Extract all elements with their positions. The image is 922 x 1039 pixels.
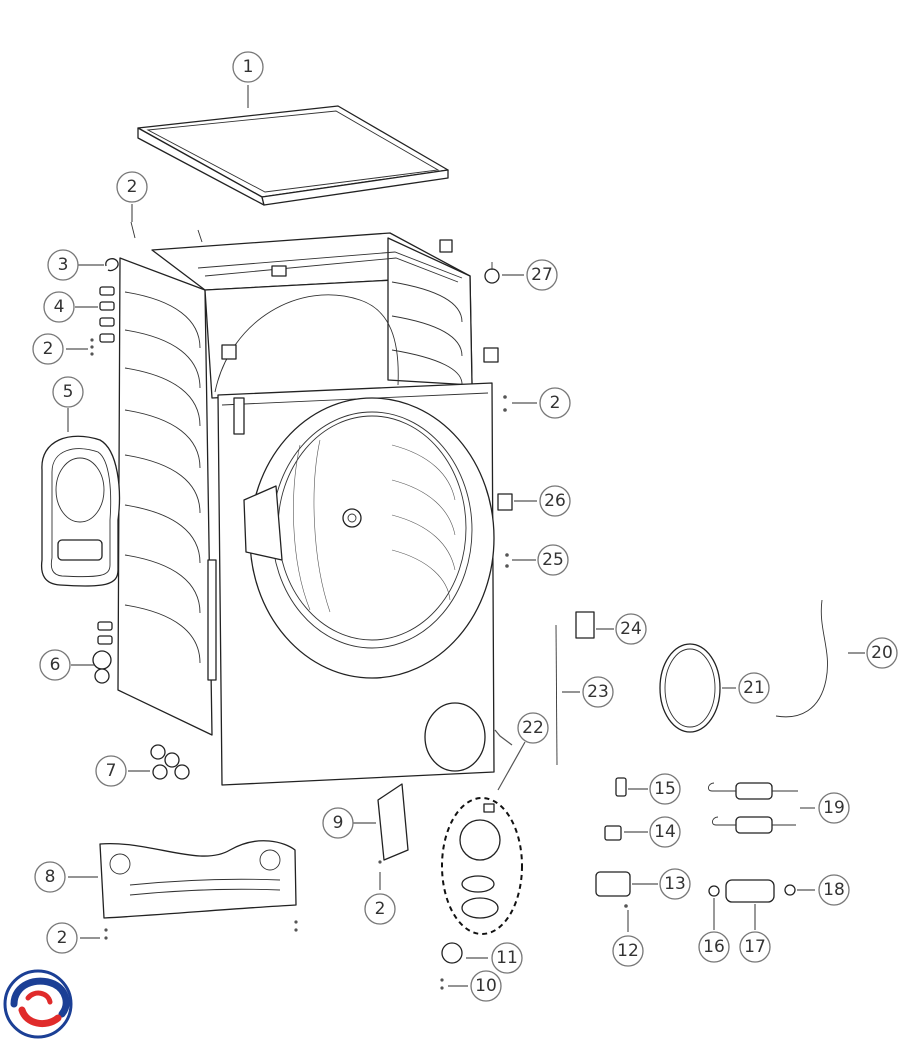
svg-text:13: 13 — [664, 874, 686, 894]
part-hose-21 — [659, 643, 721, 733]
svg-text:21: 21 — [743, 678, 765, 698]
svg-text:16: 16 — [703, 937, 725, 957]
part-door-gasket — [40, 435, 121, 587]
part-base — [99, 840, 297, 919]
callout-13: 13 — [659, 868, 691, 900]
callout-20: 20 — [866, 637, 898, 669]
svg-text:10: 10 — [475, 976, 497, 996]
svg-text:25: 25 — [542, 550, 564, 570]
callout-15: 15 — [649, 773, 681, 805]
part-27 — [484, 262, 500, 284]
callout-17: 17 — [739, 931, 771, 963]
part-rod-23 — [555, 624, 558, 766]
callout-2-base: 2 — [46, 922, 78, 954]
callout-3: 3 — [47, 249, 79, 281]
callout-19: 19 — [818, 792, 850, 824]
svg-text:24: 24 — [620, 619, 642, 639]
svg-text:7: 7 — [106, 761, 117, 781]
leader-lines — [66, 85, 865, 987]
svg-text:9: 9 — [333, 813, 344, 833]
svg-text:18: 18 — [823, 880, 845, 900]
part-cover-11 — [441, 942, 463, 964]
svg-text:2: 2 — [375, 899, 386, 919]
callout-10: 10 — [470, 970, 502, 1002]
callout-27: 27 — [526, 259, 558, 291]
part-front-panel — [207, 382, 495, 786]
part-24 — [575, 611, 595, 639]
svg-text:8: 8 — [45, 867, 56, 887]
part-16 — [708, 885, 720, 897]
part-12 — [624, 904, 628, 908]
part-clips — [99, 286, 115, 343]
part-screws-25 — [505, 553, 509, 568]
svg-text:27: 27 — [531, 265, 553, 285]
part-clip-3 — [105, 258, 119, 272]
svg-text:15: 15 — [654, 779, 676, 799]
svg-text:4: 4 — [54, 297, 65, 317]
callout-2-top: 2 — [116, 171, 148, 203]
svg-text:20: 20 — [871, 643, 893, 663]
svg-text:14: 14 — [654, 822, 676, 842]
callout-8: 8 — [34, 861, 66, 893]
svg-text:11: 11 — [496, 948, 518, 968]
part-harness-20 — [775, 599, 828, 718]
svg-text:2: 2 — [550, 393, 561, 413]
callout-21: 21 — [738, 672, 770, 704]
part-feet — [150, 744, 190, 780]
callout-12: 12 — [612, 935, 644, 967]
svg-text:2: 2 — [43, 339, 54, 359]
svg-text:2: 2 — [127, 177, 138, 197]
callout-7: 7 — [95, 755, 127, 787]
callout-16: 16 — [698, 931, 730, 963]
callout-23: 23 — [582, 676, 614, 708]
part-bushings — [92, 621, 113, 684]
part-15 — [615, 777, 627, 797]
part-18 — [784, 884, 796, 896]
callout-6: 6 — [39, 649, 71, 681]
part-top-cover — [137, 105, 449, 206]
callout-1: 1 — [232, 51, 264, 83]
svg-text:12: 12 — [617, 941, 639, 961]
part-screws-10 — [440, 978, 444, 990]
callout-4: 4 — [43, 291, 75, 323]
callout-11: 11 — [491, 942, 523, 974]
part-cabinet — [117, 232, 499, 736]
part-14 — [604, 825, 622, 841]
callout-2-left: 2 — [32, 333, 64, 365]
part-door-lock — [377, 783, 409, 861]
svg-text:5: 5 — [63, 382, 74, 402]
svg-text:22: 22 — [522, 718, 544, 738]
svg-text:17: 17 — [744, 937, 766, 957]
callout-22: 22 — [517, 712, 549, 744]
svg-text:23: 23 — [587, 682, 609, 702]
svg-text:6: 6 — [50, 655, 61, 675]
svg-text:19: 19 — [823, 798, 845, 818]
callout-14: 14 — [649, 816, 681, 848]
svg-text:2: 2 — [57, 928, 68, 948]
part-damper-17 — [725, 879, 775, 903]
callout-25: 25 — [537, 544, 569, 576]
callout-2-lock: 2 — [364, 893, 396, 925]
callout-18: 18 — [818, 874, 850, 906]
part-hinge — [497, 493, 513, 511]
callout-26: 26 — [539, 485, 571, 517]
part-springs-19 — [707, 782, 798, 834]
part-13 — [595, 871, 631, 897]
part-screws — [90, 221, 507, 940]
brand-swirl-logo-icon — [3, 969, 73, 1039]
callout-5: 5 — [52, 376, 84, 408]
part-22-group — [441, 797, 523, 935]
svg-text:1: 1 — [243, 57, 254, 77]
svg-text:3: 3 — [58, 255, 69, 275]
svg-text:26: 26 — [544, 491, 566, 511]
callout-24: 24 — [615, 613, 647, 645]
callout-2-right: 2 — [539, 387, 571, 419]
callout-9: 9 — [322, 807, 354, 839]
